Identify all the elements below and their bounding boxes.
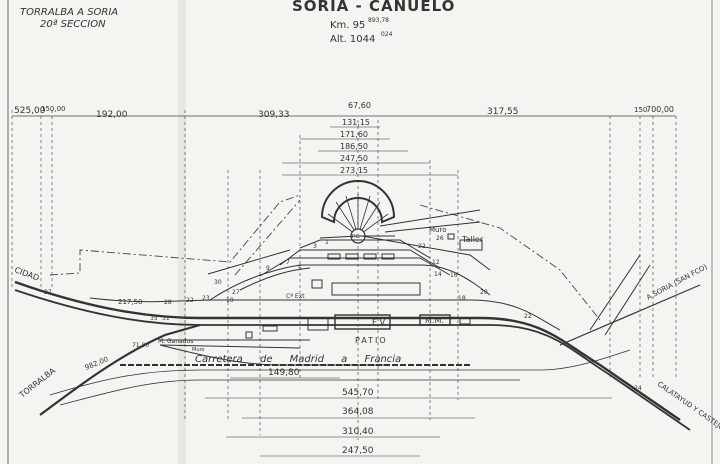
- dim-label: 364,08: [342, 407, 374, 417]
- taller-label: Taller: [461, 235, 484, 244]
- yard-track: [209, 264, 491, 301]
- switch-number: 30: [214, 279, 222, 286]
- to-left-label: CIDAD: [13, 265, 40, 282]
- switch-number: 5: [298, 265, 302, 272]
- page-fold: [178, 0, 186, 464]
- switch-number: 37: [44, 289, 52, 296]
- switch-number: 24: [634, 385, 642, 392]
- dim-label: 150: [634, 106, 647, 114]
- switch-number: 1: [325, 239, 329, 246]
- track-dimension: 217,50: [118, 298, 143, 306]
- switch-numbers: 37 28 22 23 35 31 27 19 30 9 7 5 3 1 26 …: [44, 235, 642, 392]
- property-boundary: [49, 194, 301, 276]
- yard-track: [89, 297, 561, 331]
- switch-number: 14: [434, 271, 442, 278]
- buildings: [245, 233, 483, 339]
- dim-label: 545,70: [342, 388, 374, 398]
- turntable-label: P.G: [352, 234, 360, 240]
- dim-label: 150,00: [41, 105, 66, 113]
- alt-label: Alt. 1044: [330, 34, 375, 45]
- alt-fraction: 024: [381, 31, 393, 38]
- switch-number: 12: [432, 259, 440, 266]
- stacked-dimensions: 131,15 171,60 186,50 247,50 273,15: [282, 118, 458, 176]
- switch-number: 35: [150, 315, 158, 322]
- switch-number: 3: [313, 243, 317, 250]
- muro-label: Muro: [429, 226, 446, 234]
- switch-number: 27: [232, 289, 240, 296]
- taller-building: [459, 239, 483, 251]
- dim-label: 273,15: [340, 166, 368, 175]
- track-dimension: 71,00: [132, 342, 149, 349]
- dim-label: 309,33: [258, 110, 290, 120]
- top-dimension-labels: 525,00 150,00 192,00 309,33 67,60 317,55…: [14, 101, 674, 120]
- dim-label: 247,50: [340, 154, 368, 163]
- km-label: Km. 95: [330, 20, 365, 31]
- dim-label: 186,50: [340, 142, 368, 151]
- line-name: TORRALBA A SORIA: [20, 7, 118, 18]
- to-calatayud-label: CALATAYUD Y CASTEJON: [656, 380, 720, 435]
- dim-label: 317,55: [487, 107, 519, 117]
- map-labels: Taller Muro E.V. M.M. PATIO Carretera de…: [13, 226, 720, 435]
- dim-label: 67,60: [348, 101, 371, 110]
- switch-number: 16: [450, 272, 458, 279]
- tracks: [14, 209, 701, 431]
- switch-number: 7: [286, 259, 290, 266]
- muro-label: Muro: [192, 347, 205, 353]
- km-fraction: 893,78: [368, 17, 389, 24]
- switch-number: 23: [202, 295, 210, 302]
- dim-label: 247,50: [342, 446, 374, 456]
- dim-label: 149,80: [268, 368, 300, 378]
- to-soria-label: A SORIA (SAN FCO): [645, 263, 709, 302]
- switch-number: 20: [480, 289, 488, 296]
- switch-number: 22: [524, 313, 532, 320]
- road-label: Carretera de Madrid a Francia: [195, 354, 401, 365]
- track-dimension: 982,00: [84, 355, 110, 372]
- dim-label: 310,40: [342, 427, 374, 437]
- station-title: SORIA - CAÑUELO: [292, 0, 455, 15]
- mm-building: [419, 314, 451, 326]
- dim-label: 525,00: [14, 106, 46, 116]
- dim-label: 700,00: [646, 105, 674, 114]
- switch-number: 19: [226, 297, 234, 304]
- main-line-track: [14, 280, 681, 421]
- switch-number: 18: [458, 295, 466, 302]
- soria-branch-track: [559, 284, 701, 346]
- dim-label: 131,15: [342, 118, 370, 127]
- connection-track: [589, 254, 641, 331]
- mm-label: M.M.: [425, 316, 444, 325]
- ganados-label: M. Ganados: [158, 338, 193, 345]
- casa-label: Cª Ext: [286, 293, 305, 300]
- switch-number: 28: [164, 299, 172, 306]
- to-torralba-label: TORRALBA: [17, 366, 58, 400]
- switch-number: 31: [162, 315, 170, 322]
- switch-number: 9: [266, 265, 270, 272]
- ev-label: E.V.: [372, 318, 387, 327]
- property-boundary: [419, 204, 601, 321]
- dim-label: 171,60: [340, 130, 368, 139]
- switch-number: 22: [186, 297, 194, 304]
- torralba-line-track: [39, 323, 201, 416]
- bottom-dimensions: 149,80 545,70 364,08 310,40 247,50: [205, 368, 612, 457]
- ev-building: [334, 314, 391, 330]
- section-label: 20ª SECCION: [40, 19, 106, 30]
- switch-number: 22: [418, 243, 426, 250]
- switch-number: 26: [436, 235, 444, 242]
- dim-label: 192,00: [96, 110, 128, 120]
- guide-lines: [11, 110, 677, 440]
- connection-track: [604, 264, 651, 336]
- patio-label: PATIO: [355, 336, 388, 345]
- turntable-roundhouse: P.G: [320, 180, 396, 244]
